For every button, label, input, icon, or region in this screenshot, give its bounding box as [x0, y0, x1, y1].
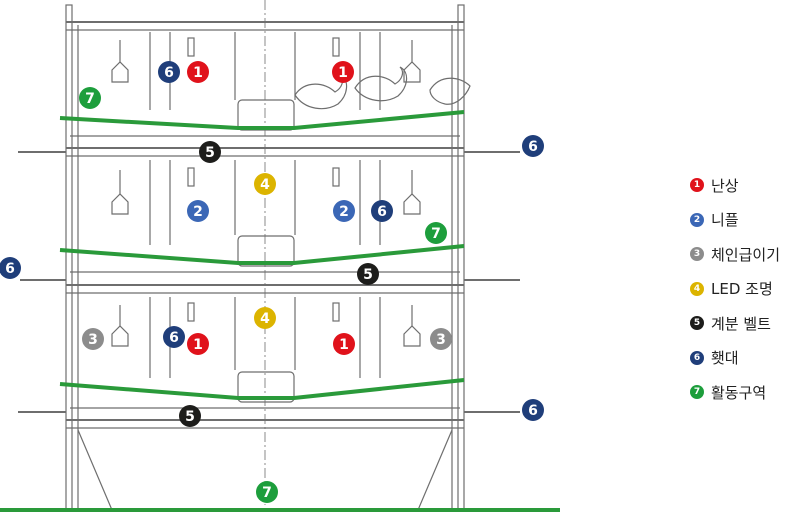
marker-circle	[371, 200, 393, 222]
legend-item-2: 2 니플	[690, 203, 798, 238]
marker-circle	[0, 257, 21, 279]
marker-1: 1	[332, 61, 354, 83]
legend-number-badge: 1	[690, 178, 704, 193]
marker-4: 4	[254, 307, 276, 329]
marker-1: 1	[333, 333, 355, 355]
marker-number: 1	[339, 337, 349, 353]
marker-circle	[158, 61, 180, 83]
marker-circle	[333, 200, 355, 222]
legend-number-badge: 7	[690, 385, 704, 400]
marker-6: 6	[158, 61, 180, 83]
cage-frame	[18, 0, 520, 511]
marker-circle	[254, 307, 276, 329]
legend-item-4: 4 LED 조명	[690, 272, 798, 307]
legend: 1 난상 2 니플 3 체인급이기 4 LED 조명 5 계분 벨트 6 횃대 7 활동구역	[690, 168, 798, 410]
marker-number: 1	[338, 65, 348, 81]
marker-6: 6	[371, 200, 393, 222]
marker-circle	[425, 222, 447, 244]
marker-number: 7	[431, 226, 441, 242]
marker-6: 6	[522, 399, 544, 421]
marker-6: 6	[522, 135, 544, 157]
marker-circle	[187, 200, 209, 222]
marker-circle	[522, 399, 544, 421]
marker-circle	[187, 61, 209, 83]
marker-number: 2	[339, 204, 349, 220]
legend-label: 횃대	[711, 349, 739, 368]
marker-3: 3	[430, 328, 452, 350]
legend-item-5: 5 계분 벨트	[690, 306, 798, 341]
marker-number: 5	[185, 409, 195, 425]
marker-number: 1	[193, 65, 203, 81]
marker-3: 3	[82, 328, 104, 350]
marker-number: 3	[436, 332, 446, 348]
legend-label: 체인급이기	[711, 245, 781, 264]
legend-item-1: 1 난상	[690, 168, 798, 203]
marker-number: 6	[377, 204, 387, 220]
marker-number: 6	[528, 403, 538, 419]
marker-circle	[430, 328, 452, 350]
marker-circle	[163, 326, 185, 348]
marker-circle	[332, 61, 354, 83]
marker-circle	[179, 405, 201, 427]
marker-4: 4	[254, 173, 276, 195]
marker-circle	[79, 87, 101, 109]
marker-6: 6	[163, 326, 185, 348]
marker-5: 5	[357, 263, 379, 285]
legend-number-badge: 3	[690, 247, 704, 262]
marker-2: 2	[333, 200, 355, 222]
marker-circle	[333, 333, 355, 355]
marker-number: 6	[164, 65, 174, 81]
legend-number-badge: 5	[690, 316, 704, 331]
legend-item-7: 7 활동구역	[690, 375, 798, 410]
legend-label: 활동구역	[711, 383, 767, 402]
marker-circle	[82, 328, 104, 350]
marker-number: 4	[260, 311, 270, 327]
marker-number: 1	[193, 337, 203, 353]
marker-circle	[199, 141, 221, 163]
marker-5: 5	[179, 405, 201, 427]
legend-label: 계분 벨트	[711, 314, 771, 333]
legend-label: 난상	[711, 176, 739, 195]
marker-1: 1	[187, 61, 209, 83]
legend-number-badge: 2	[690, 212, 704, 227]
marker-circle	[187, 333, 209, 355]
marker-number: 3	[88, 332, 98, 348]
marker-7: 7	[256, 481, 278, 503]
marker-number: 2	[193, 204, 203, 220]
legend-item-3: 3 체인급이기	[690, 237, 798, 272]
marker-circle	[256, 481, 278, 503]
marker-7: 7	[79, 87, 101, 109]
marker-circle	[357, 263, 379, 285]
legend-number-badge: 4	[690, 281, 704, 296]
marker-number: 5	[205, 145, 215, 161]
legend-label: LED 조명	[711, 280, 773, 299]
marker-number: 5	[363, 267, 373, 283]
marker-number: 6	[5, 261, 15, 277]
marker-2: 2	[187, 200, 209, 222]
marker-1: 1	[187, 333, 209, 355]
legend-item-6: 6 횃대	[690, 341, 798, 376]
marker-5: 5	[199, 141, 221, 163]
marker-number: 7	[262, 485, 272, 501]
marker-number: 6	[169, 330, 179, 346]
marker-number: 6	[528, 139, 538, 155]
legend-label: 니플	[711, 211, 739, 230]
marker-number: 7	[85, 91, 95, 107]
marker-7: 7	[425, 222, 447, 244]
marker-number: 4	[260, 177, 270, 193]
legend-number-badge: 6	[690, 350, 704, 365]
marker-circle	[254, 173, 276, 195]
marker-circle	[522, 135, 544, 157]
green-floors	[0, 110, 560, 512]
marker-6: 6	[0, 257, 21, 279]
